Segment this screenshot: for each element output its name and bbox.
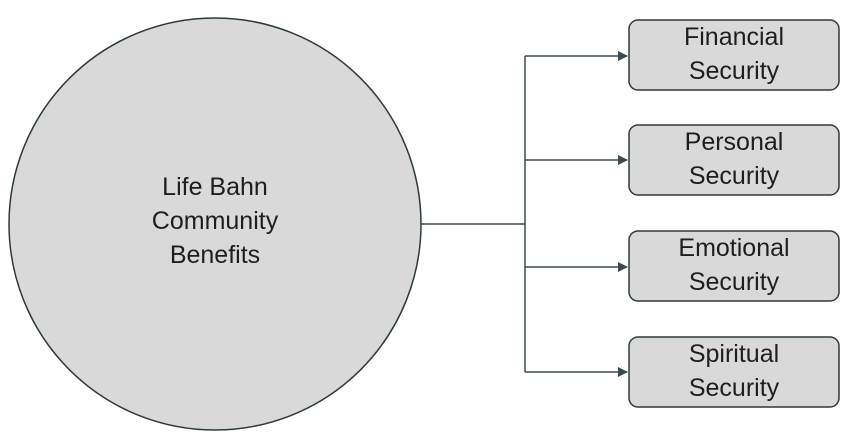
hub-label-line: Life Bahn — [162, 173, 268, 201]
target-label-emotional: Emotional Security — [629, 231, 839, 299]
target-label-line: Personal — [684, 128, 784, 156]
target-label-line: Security — [688, 162, 780, 190]
target-label-line: Security — [688, 57, 780, 85]
target-label-spiritual: Spiritual Security — [629, 337, 839, 405]
target-label-line: Emotional — [678, 234, 790, 262]
target-box-financial — [628, 19, 840, 91]
target-label-line: Security — [688, 374, 780, 402]
target-label-personal: Personal Security — [629, 125, 839, 193]
target-label-line: Security — [688, 268, 780, 296]
target-box-spiritual — [628, 336, 840, 408]
hub-label-line: Community — [151, 207, 279, 235]
target-label-financial: Financial Security — [629, 20, 839, 88]
hub-label-line: Benefits — [169, 241, 261, 269]
target-box-personal — [628, 124, 840, 196]
target-label-line: Financial — [683, 23, 785, 51]
target-label-line: Spiritual — [688, 340, 780, 368]
target-box-emotional — [628, 230, 840, 302]
hub-label: Life Bahn Community Benefits — [95, 170, 335, 272]
